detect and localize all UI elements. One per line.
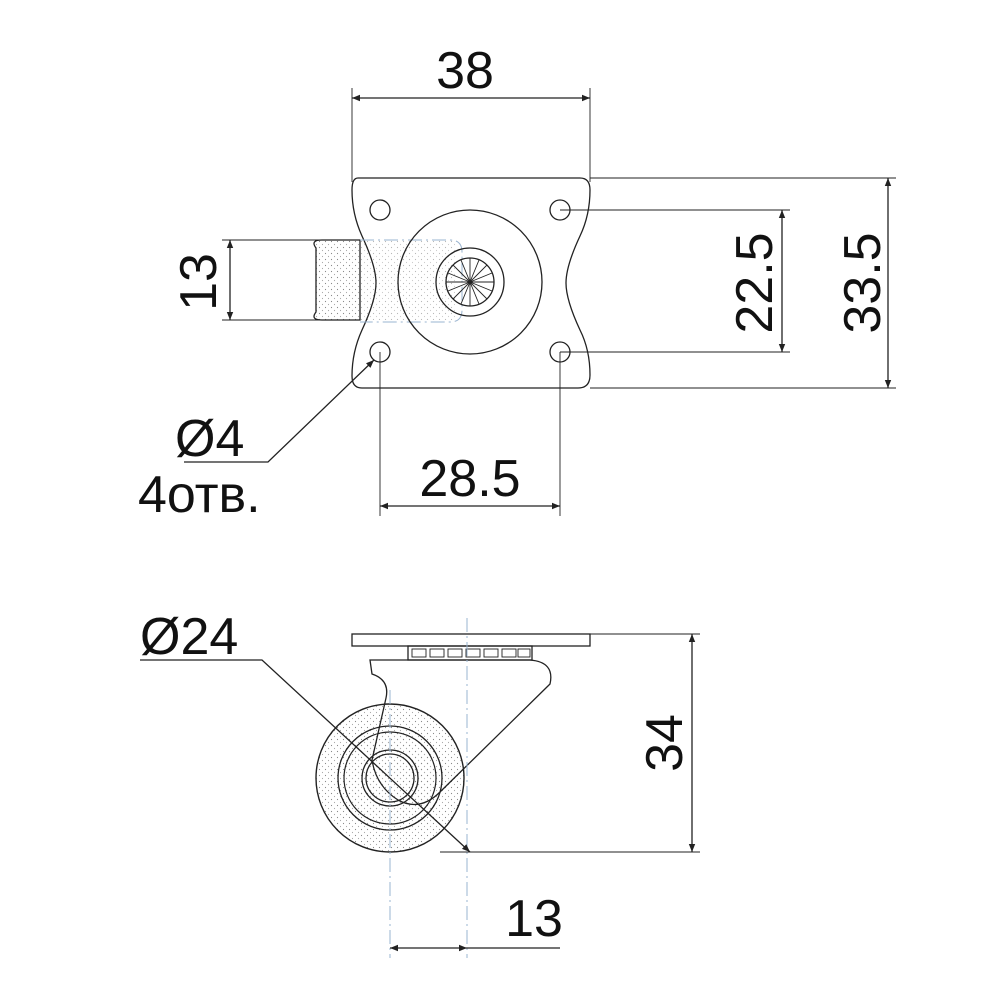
bearing-race xyxy=(407,645,533,661)
brake-hidden-edge xyxy=(360,239,463,323)
rivet-spokes xyxy=(446,258,494,306)
label-34: 34 xyxy=(636,714,694,772)
brake-pedal xyxy=(313,239,361,321)
top-view: 38 33.5 22.5 28.5 13 Ø4 4отв. xyxy=(138,42,896,524)
label-22-5: 22.5 xyxy=(726,232,784,333)
side-extension-lines xyxy=(440,633,700,853)
top-extension-lines xyxy=(222,88,896,516)
axle-inner xyxy=(365,753,415,803)
label-wheel-diameter: Ø24 xyxy=(140,608,238,666)
label-28-5: 28.5 xyxy=(419,450,520,508)
top-plate xyxy=(351,177,591,389)
mount-hole-tl xyxy=(369,199,391,221)
swivel-hub xyxy=(435,247,505,317)
side-view: 34 13 Ø24 xyxy=(140,608,700,958)
label-13-side: 13 xyxy=(505,890,563,948)
hole-leader xyxy=(184,359,375,463)
label-hole-diameter: Ø4 xyxy=(175,410,244,468)
brake-hatch-inner xyxy=(360,240,455,320)
label-13-top: 13 xyxy=(170,253,228,311)
label-33-5: 33.5 xyxy=(834,232,892,333)
bearing-balls xyxy=(411,648,531,658)
label-hole-count: 4отв. xyxy=(138,466,261,524)
side-plate xyxy=(351,633,591,647)
swivel-ring-outer xyxy=(397,209,543,355)
fork-arm xyxy=(369,659,552,806)
label-38: 38 xyxy=(436,42,494,100)
wheel-diameter-leader xyxy=(140,659,471,853)
